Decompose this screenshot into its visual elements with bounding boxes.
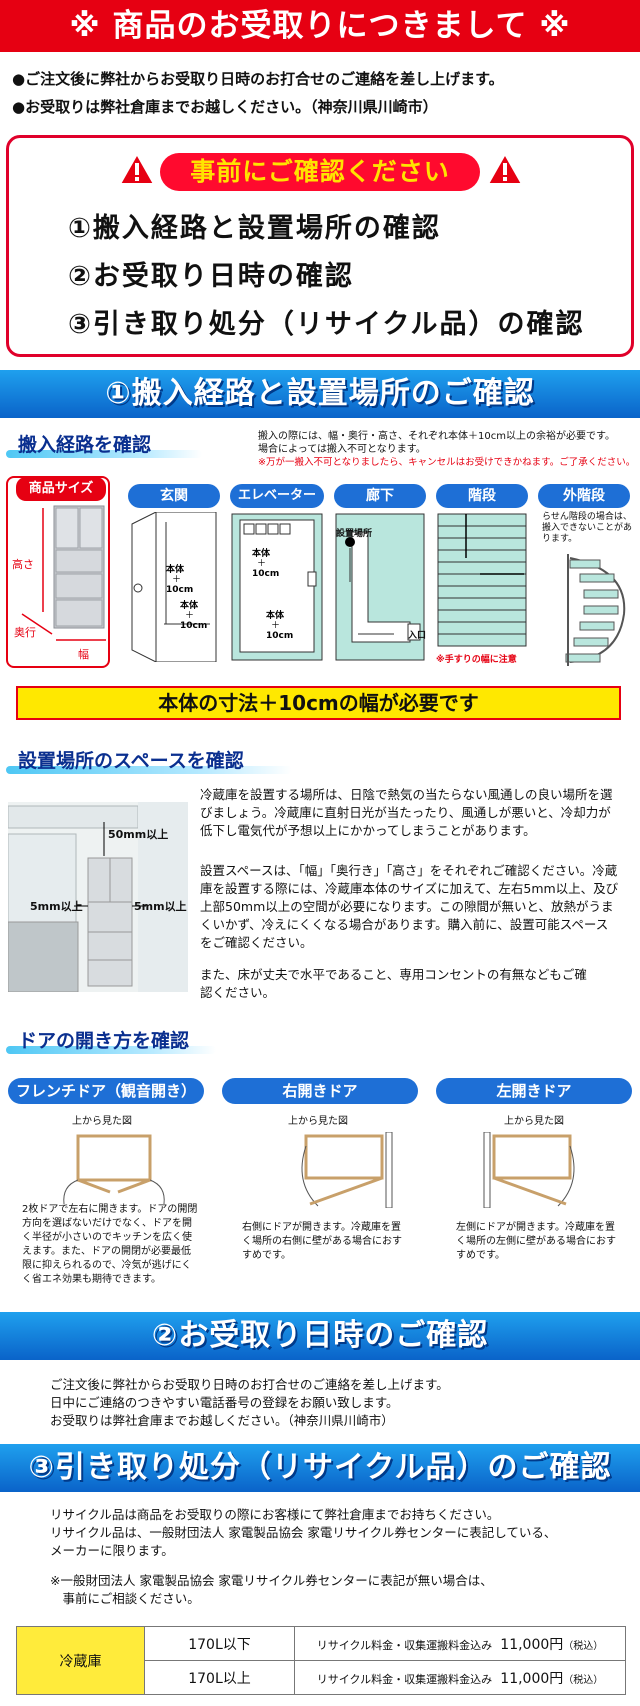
depth-label: 奥行 [14,626,36,639]
route-note-3: ※万が一搬入不可となりましたら、キャンセルはお受けできかねます。ご了承ください。 [258,457,636,468]
svg-text:＋: ＋ [257,558,266,569]
table-row: 170L以上 リサイクル料金・収集運搬料金込み 11,000円（税込） [17,1660,626,1695]
confirm-title: 事前にご確認ください [160,153,480,191]
confirm-item-1: ①搬入経路と設置場所の確認 [68,213,441,244]
heading-underline [6,450,202,458]
section3-note-1: ※一般財団法人 家電製品協会 家電リサイクル券センターに表記が無い場合は、 [50,1573,493,1588]
heading-underline [6,766,292,774]
height-label: 高さ [12,558,34,571]
top-view-label: 上から見た図 [504,1116,564,1127]
page-title: ※ 商品のお受取りにつきまして ※ [0,0,640,52]
top-view-label: 上から見た図 [72,1116,132,1127]
refrigerator-illustration [21,505,106,641]
place-label-entrance: 玄関 [128,484,220,508]
table-size-cell: 170L以下 [144,1626,295,1661]
table-item-cell: 冷蔵庫 [16,1626,145,1695]
product-size-label: 商品サイズ [16,477,106,501]
heading-underline [6,1046,216,1054]
svg-text:10cm: 10cm [180,621,207,631]
fee-label: リサイクル料金・収集運搬料金込み [316,1672,493,1686]
top-gap-label: 50mm以上 [108,828,169,841]
left-door-desc: 左側にドアが開きます。冷蔵庫を置く場所の左側に壁がある場合におすすめです。 [456,1222,616,1261]
spiral-note: らせん階段の場合は、搬入できないことがあります。 [542,512,633,544]
space-diagram [8,802,188,992]
recycle-fee-table: 冷蔵庫 170L以下 リサイクル料金・収集運搬料金込み 11,000円（税込） … [16,1626,626,1695]
place-label-hallway: 廊下 [334,484,426,508]
fee-tax: （税込） [563,1674,604,1686]
left-gap-label: 5mm以上 [30,900,83,913]
table-fee-cell: リサイクル料金・収集運搬料金込み 11,000円（税込） [294,1626,626,1661]
entrance-label: 入口 [408,631,427,641]
left-door-diagram [483,1132,575,1208]
warning-icon [118,152,156,185]
door-type-french: フレンチドア（観音開き） [8,1078,204,1104]
section3-line-1: リサイクル品は商品をお受取りの際にお客様にて弊社倉庫までお持ちください。 [50,1507,500,1522]
svg-text:本体: 本体 [166,563,185,575]
section3-note-2: 事前にご相談ください。 [50,1591,200,1606]
space-paragraph-2: 設置スペースは、「幅」「奥行き」「高さ」をそれぞれご確認ください。冷蔵庫を設置す… [200,863,619,950]
space-paragraph-1: 冷蔵庫を設置する場所は、日陰で熱気の当たらない風通しの良い場所を選びましょう。冷… [200,787,613,838]
svg-text:＋: ＋ [185,610,194,621]
spiral-stairs-diagram [565,554,626,666]
table-size-cell: 170L以上 [144,1660,295,1695]
section3-line-2: リサイクル品は、一般財団法人 家電製品協会 家電リサイクル券センターに表記してい… [50,1525,557,1540]
section2-line-2: 日中にご連絡のつきやすい電話番号の登録をお願い致します。 [50,1395,399,1410]
section2-line-3: お受取りは弊社倉庫までお越しください。（神奈川県川崎市） [50,1413,394,1428]
section2-line-1: ご注文後に弊社からお受取り日時のお打合せのご連絡を差し上げます。 [50,1377,449,1392]
handrail-note: ※手すりの幅に注意 [436,655,517,665]
section3-banner: ③引き取り処分（リサイクル品）のご確認 [0,1444,640,1492]
route-note-2: 場合によっては搬入不可となります。 [258,444,426,455]
right-door-diagram [301,1132,393,1208]
stairs-diagram [437,513,527,647]
fee-price: 11,000円 [500,1670,564,1687]
place-label-stairs: 階段 [436,484,528,508]
fee-price: 11,000円 [500,1636,564,1653]
intro-line-1: ●ご注文後に弊社からお受取り日時のお打合せのご連絡を差し上げます。 [12,70,504,88]
right-door-desc: 右側にドアが開きます。冷蔵庫を置く場所の右側に壁がある場合におすすめです。 [242,1222,402,1261]
section3-line-3: メーカーに限ります。 [50,1543,174,1558]
svg-text:本体: 本体 [180,599,199,611]
route-heading: 搬入経路を確認 [18,434,152,456]
door-type-left: 左開きドア [436,1078,632,1104]
warning-icon [486,152,524,185]
place-label-outdoor-stairs: 外階段 [538,484,630,508]
svg-text:10cm: 10cm [252,569,279,579]
top-view-label: 上から見た図 [288,1116,348,1127]
french-door-diagram [63,1134,165,1205]
route-note-1: 搬入の際には、幅・奥行・高さ、それぞれ本体＋10cm以上の余裕が必要です。 [258,431,615,442]
svg-text:＋: ＋ [172,574,181,585]
width-label: 幅 [78,648,89,661]
required-width-text: 本体の寸法＋10cmの幅が必要です [158,691,479,715]
place-label-elevator: エレベーター [230,484,324,508]
space-paragraph-3: また、床が丈夫で水平であること、専用コンセントの有無などもご確認ください。 [200,967,587,1000]
fee-label: リサイクル料金・収集運搬料金込み [316,1638,493,1652]
fee-tax: （税込） [563,1640,604,1652]
entrance-diagram: 本体＋10cm 本体＋10cm [131,512,217,662]
french-door-desc: 2枚ドアで左右に開きます。ドアの開閉方向を選ばないだけでなく、ドアを開く半径が小… [22,1204,198,1285]
install-place-label: 設置場所 [336,529,373,539]
table-row: 冷蔵庫 170L以下 リサイクル料金・収集運搬料金込み 11,000円（税込） [16,1626,626,1695]
svg-text:本体: 本体 [266,609,285,621]
svg-text:＋: ＋ [271,620,280,631]
svg-text:本体: 本体 [252,547,271,559]
confirm-item-2: ②お受取り日時の確認 [68,261,354,292]
required-width-banner: 本体の寸法＋10cmの幅が必要です [16,686,621,720]
hallway-diagram [335,513,425,661]
svg-text:10cm: 10cm [166,585,193,595]
intro-line-2: ●お受取りは弊社倉庫までお越しください。（神奈川県川崎市） [12,98,438,116]
elevator-diagram: 本体＋10cm 本体＋10cm [231,513,323,661]
svg-text:10cm: 10cm [266,631,293,641]
section2-banner: ②お受取り日時のご確認 [0,1312,640,1360]
doors-heading: ドアの開き方を確認 [18,1030,190,1052]
section1-banner: ①搬入経路と設置場所のご確認 [0,370,640,418]
confirm-item-3: ③引き取り処分（リサイクル品）の確認 [68,309,585,340]
door-type-right: 右開きドア [222,1078,418,1104]
right-gap-label: 5mm以上 [134,900,187,913]
space-heading: 設置場所のスペースを確認 [18,750,244,772]
table-fee-cell: リサイクル料金・収集運搬料金込み 11,000円（税込） [294,1660,626,1695]
